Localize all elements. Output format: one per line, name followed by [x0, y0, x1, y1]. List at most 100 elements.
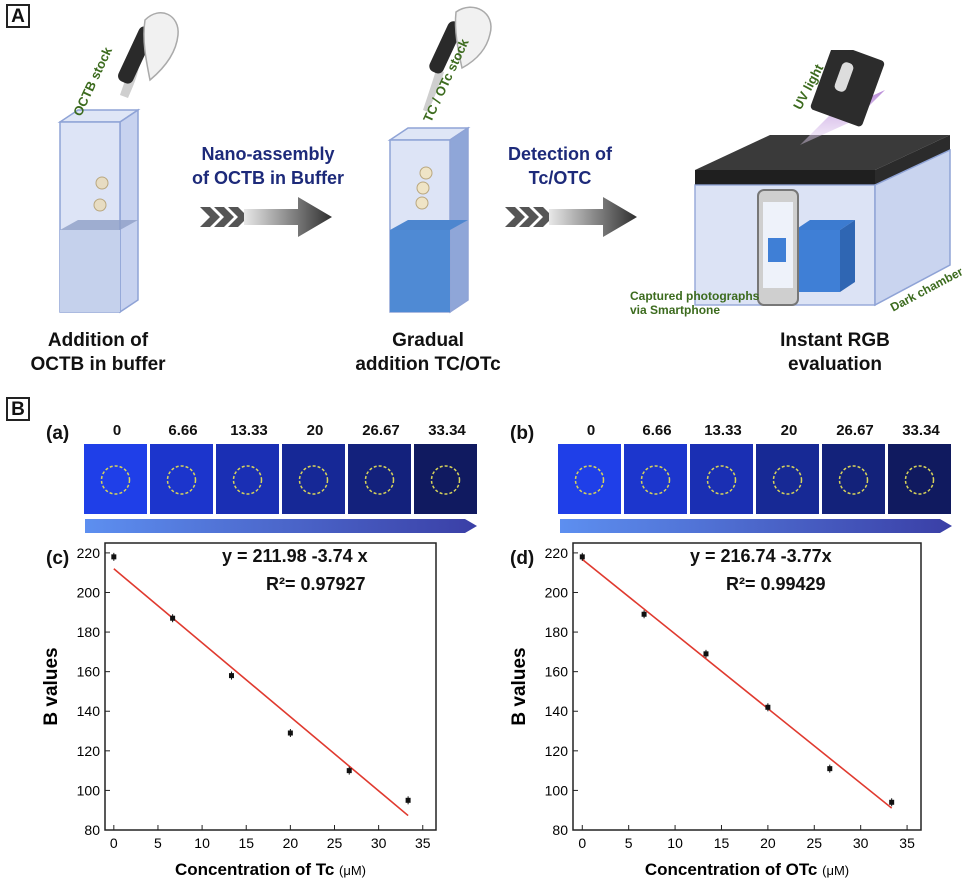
y-tick-label: 180 [545, 624, 569, 640]
cuvette-step1-illustration [57, 12, 179, 314]
chart-d-r2: R²= 0.99429 [726, 574, 826, 594]
dark-chamber-illustration [694, 50, 951, 307]
y-axis-label: B values [41, 647, 62, 725]
x-tick-label: 30 [371, 835, 387, 851]
chart-d-equation: y = 216.74 -3.77x [690, 546, 832, 566]
arrow2-label: Detection of Tc/OTC [480, 142, 640, 190]
arrow1-label-line1: Nano-assembly [201, 144, 335, 164]
roi-circle-icon [706, 465, 737, 495]
pipette-icon [429, 21, 463, 74]
concentration-label: 0 [586, 422, 596, 439]
y-tick-label: 80 [552, 822, 568, 838]
y-tick-label: 100 [77, 782, 101, 798]
step1-caption-line2: OCTB in buffer [30, 354, 166, 375]
gradient-arrow-a-icon [85, 519, 477, 533]
chart-d-label: (d) [510, 548, 535, 569]
y-tick-label: 220 [77, 545, 101, 561]
roi-circle-icon [100, 465, 131, 495]
sample-photo-tile [756, 444, 819, 514]
roi-circle-icon [166, 465, 197, 495]
y-tick-label: 140 [545, 703, 569, 719]
panel-label-a: A [6, 4, 30, 28]
x-tick-label: 20 [760, 835, 776, 851]
sample-photo-tile [216, 444, 279, 514]
y-tick-label: 200 [77, 584, 101, 600]
step2-caption: Gradual addition TC/OTc [338, 329, 518, 377]
roi-circle-icon [430, 465, 461, 495]
arrow1-label-line2: of OCTB in Buffer [192, 168, 344, 188]
chart-c-equation: y = 211.98 -3.74 x [222, 546, 368, 566]
step3-caption-line1: Instant RGB [780, 330, 890, 351]
y-tick-label: 140 [77, 703, 101, 719]
roi-circle-icon [298, 465, 329, 495]
roi-circle-icon [838, 465, 869, 495]
fit-line [113, 568, 409, 817]
strip-b-label: (b) [510, 423, 535, 444]
arrow2-label-line1: Detection of [507, 144, 612, 164]
chart-c-r2: R²= 0.97927 [266, 574, 366, 594]
roi-circle-icon [364, 465, 395, 495]
x-tick-label: 0 [110, 835, 118, 851]
sample-photo-tile [150, 444, 213, 514]
captured-photographs-line1: Captured photographs [630, 289, 760, 303]
x-tick-label: 0 [578, 835, 586, 851]
x-tick-label: 10 [194, 835, 210, 851]
sample-photo-tile [558, 444, 621, 514]
sample-photo-tile [690, 444, 753, 514]
sample-photo-tile [624, 444, 687, 514]
concentration-label: 13.33 [230, 422, 268, 439]
x-tick-label: 15 [714, 835, 730, 851]
concentration-label: 6.66 [642, 422, 672, 439]
x-tick-label: 10 [667, 835, 683, 851]
plot-frame [104, 542, 437, 831]
sample-photo-tile [282, 444, 345, 514]
sample-photo-tile [84, 444, 147, 514]
cuvette-step2-illustration [387, 6, 492, 314]
sample-photo-tile [414, 444, 477, 514]
y-axis-label: B values [509, 647, 530, 725]
sample-photo-tile [888, 444, 951, 514]
concentration-label: 20 [306, 422, 324, 439]
concentration-label: 33.34 [902, 422, 940, 439]
y-tick-label: 160 [545, 664, 569, 680]
roi-circle-icon [904, 465, 935, 495]
plot-frame [572, 542, 922, 831]
y-tick-label: 80 [84, 822, 100, 838]
y-tick-label: 200 [545, 584, 569, 600]
x-tick-label: 5 [154, 835, 162, 851]
step2-caption-line2: addition TC/OTc [355, 354, 501, 375]
panel-label-b: B [6, 397, 30, 421]
step1-caption: Addition of OCTB in buffer [8, 329, 188, 377]
x-tick-label: 15 [238, 835, 254, 851]
step2-caption-line1: Gradual [392, 330, 464, 351]
captured-photographs-label: Captured photographs via Smartphone [630, 289, 759, 317]
uv-lamp-icon [810, 50, 885, 127]
y-tick-label: 160 [77, 664, 101, 680]
x-tick-label: 30 [853, 835, 869, 851]
roi-circle-icon [232, 465, 263, 495]
y-tick-label: 120 [545, 743, 569, 759]
arrow2-label-line2: Tc/OTC [528, 168, 592, 188]
roi-circle-icon [772, 465, 803, 495]
step3-caption: Instant RGB evaluation [750, 329, 920, 377]
captured-photographs-line2: via Smartphone [630, 303, 721, 317]
concentration-label: 26.67 [362, 422, 400, 439]
x-tick-label: 5 [625, 835, 633, 851]
arrow2-icon [505, 197, 637, 237]
strip-a-label: (a) [46, 423, 70, 444]
chart-c-label: (c) [46, 548, 70, 569]
step3-caption-line2: evaluation [788, 354, 882, 375]
arrow1-label: Nano-assembly of OCTB in Buffer [168, 142, 368, 190]
y-tick-label: 220 [545, 545, 569, 561]
sample-photo-tile [822, 444, 885, 514]
glove-hand-icon [454, 6, 492, 70]
x-tick-label: 25 [806, 835, 822, 851]
pipette-tip-icon [423, 70, 444, 112]
glove-hand-icon [143, 12, 179, 82]
y-tick-label: 180 [77, 624, 101, 640]
x-tick-label: 25 [327, 835, 343, 851]
concentration-label: 0 [112, 422, 122, 439]
concentration-label: 20 [780, 422, 798, 439]
